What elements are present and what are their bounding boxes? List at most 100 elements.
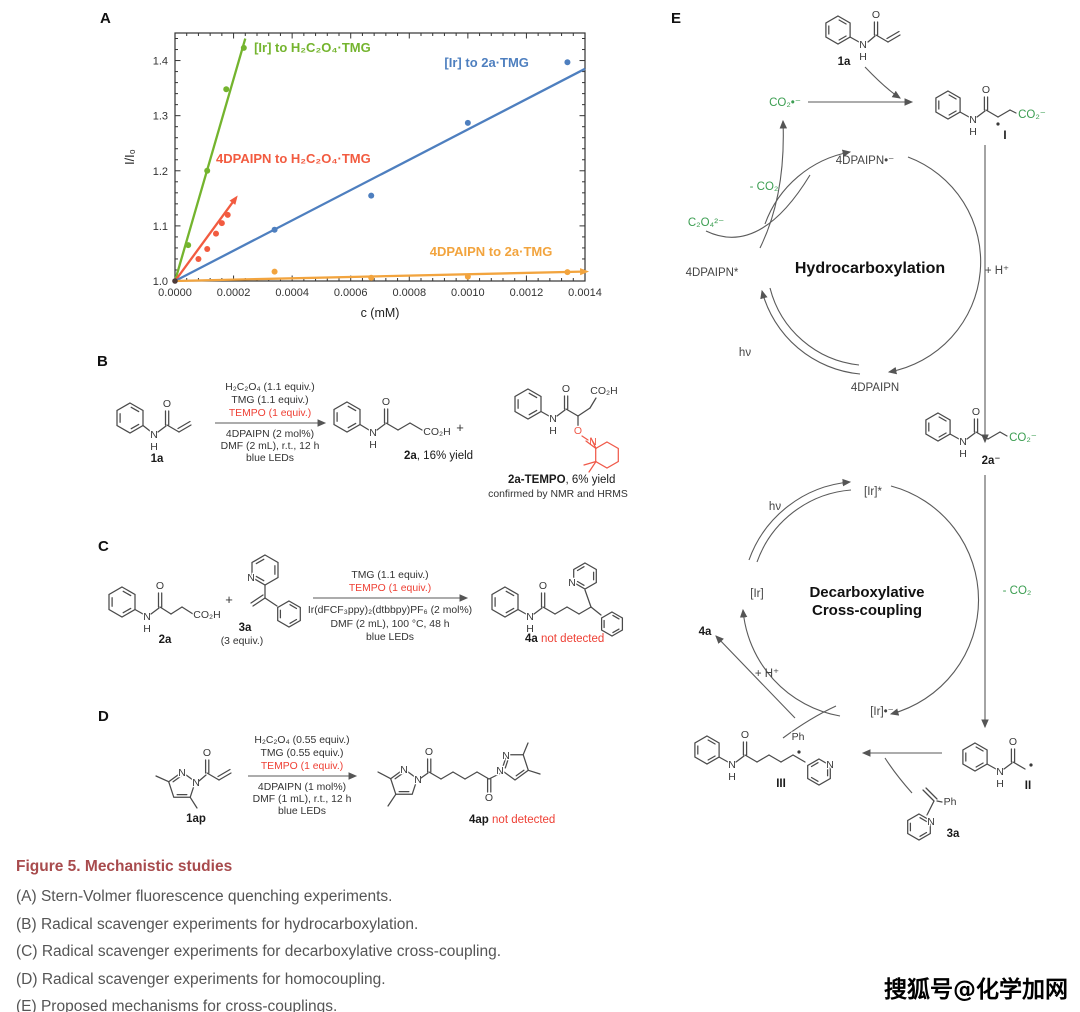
- svg-text:[Ir] to H₂C₂O₄·TMG: [Ir] to H₂C₂O₄·TMG: [254, 40, 371, 55]
- svg-text:[Ir] to 2a·TMG: [Ir] to 2a·TMG: [444, 55, 529, 70]
- atom-o: O: [972, 406, 980, 418]
- compound-label-4a: 4a not detected: [525, 633, 604, 645]
- atom-n: N: [400, 764, 408, 776]
- compound-id: 4ap: [469, 814, 489, 826]
- svg-text:0.0006: 0.0006: [334, 287, 368, 299]
- species-4dpaipn: 4DPAIPN: [851, 382, 899, 394]
- atom-n: N: [826, 759, 834, 771]
- atom-h: H: [143, 623, 151, 635]
- atom-h: H: [959, 448, 967, 460]
- svg-text:c (mM): c (mM): [361, 306, 400, 320]
- species-4dpaipn-radical-anion: 4DPAIPN•⁻: [836, 155, 894, 167]
- atom-n: N: [192, 777, 200, 789]
- condition-line: blue LEDs: [246, 453, 294, 464]
- atom-n: N: [496, 765, 504, 777]
- compound-id: 4a: [525, 633, 538, 645]
- atom-h: H: [969, 126, 977, 138]
- arrow-to-4a: [715, 635, 796, 719]
- svg-text:1.1: 1.1: [153, 221, 168, 233]
- cycle2-arc-hv-outer: [748, 478, 852, 561]
- condition-tempo: TEMPO (1 equiv.): [261, 761, 343, 772]
- panel-label-d: D: [98, 708, 109, 725]
- panel-b-scheme: N H O 1a H₂C₂O₄ (1.1 equiv.) TMG (1.1 eq…: [116, 382, 628, 500]
- arrow-to-co2-radical: [759, 119, 788, 249]
- atom-n: N: [969, 114, 977, 126]
- structure-4a: N H O N 4a not detected: [491, 562, 624, 645]
- not-detected-text: not detected: [538, 633, 605, 645]
- oxalate-feed-curve: [705, 174, 811, 238]
- compound-label-3a: 3a: [947, 828, 960, 840]
- compound-label-1ap: 1ap: [186, 813, 206, 825]
- atom-n: N: [927, 816, 935, 828]
- atom-n: N: [502, 750, 510, 762]
- atom-h: H: [526, 623, 534, 635]
- condition-line: DMF (1 mL), r.t., 12 h: [253, 794, 352, 805]
- not-detected-text: not detected: [489, 814, 556, 826]
- condition-tempo: TEMPO (1 equiv.): [349, 583, 431, 594]
- condition-line: TMG (1.1 equiv.): [351, 570, 428, 581]
- confirmation-note: confirmed by NMR and HRMS: [488, 489, 628, 500]
- caption-line-a: (A) Stern-Volmer fluorescence quenching …: [16, 888, 393, 905]
- atom-h: H: [549, 425, 557, 437]
- structure-3a: N Ph 3a: [907, 787, 960, 841]
- atom-o: O: [156, 580, 164, 592]
- atom-h: H: [859, 51, 867, 63]
- plus-sign: +: [456, 420, 464, 435]
- minus-co2-label: - CO₂: [750, 181, 779, 193]
- hv-label: hν: [739, 347, 751, 359]
- cycle1-arc-left-top: [764, 149, 852, 225]
- atom-o: O: [425, 746, 433, 758]
- atom-n: N: [178, 767, 186, 779]
- species-ir-excited: [Ir]*: [864, 486, 882, 498]
- atom-o: O: [982, 84, 990, 96]
- minus-co2-label: - CO₂: [1003, 585, 1032, 597]
- cycle1-arc-hv-outer: [760, 289, 861, 375]
- svg-text:0.0008: 0.0008: [392, 287, 426, 299]
- atom-o: O: [741, 729, 749, 741]
- svg-text:0.0002: 0.0002: [217, 287, 251, 299]
- structure-1a: N H O 1a: [825, 8, 901, 68]
- compound-label-1a: 1a: [838, 56, 851, 68]
- caption-line-b: (B) Radical scavenger experiments for hy…: [16, 915, 419, 933]
- hv-label: hν: [769, 501, 781, 513]
- structure-II: N H O II: [962, 735, 1033, 792]
- equiv-note: (3 equiv.): [221, 636, 264, 647]
- panel-e-mechanism: N H O 1a CO₂•⁻ N H O CO₂⁻: [686, 8, 1046, 841]
- cycle1-arc-hv-inner: [769, 287, 860, 366]
- atom-n: N: [414, 774, 422, 786]
- atom-o: O: [872, 9, 880, 21]
- caption-line-e: (E) Proposed mechanisms for cross-coupli…: [16, 998, 338, 1012]
- atom-n: N: [549, 413, 557, 425]
- svg-text:4DPAIPN to H₂C₂O₄·TMG: 4DPAIPN to H₂C₂O₄·TMG: [216, 151, 371, 166]
- panel-label-b: B: [97, 353, 108, 370]
- caption-line-d: (D) Radical scavenger experiments for ho…: [16, 970, 386, 988]
- atom-n: N: [859, 39, 867, 51]
- panel-label-a: A: [100, 10, 111, 27]
- atom-o: O: [203, 747, 211, 759]
- svg-text:0.0010: 0.0010: [451, 287, 485, 299]
- caption-line-c: (C) Radical scavenger experiments for de…: [16, 943, 502, 960]
- ph-label: Ph: [944, 796, 957, 808]
- group-co2-anion: CO₂⁻: [1009, 432, 1037, 444]
- compound-label-2a: 2a, 16% yield: [404, 450, 473, 462]
- atom-o: O: [1009, 736, 1017, 748]
- atom-h: H: [369, 439, 377, 451]
- panel-label-c: C: [98, 538, 109, 555]
- group-co2h: CO₂H: [590, 385, 617, 397]
- cycle2-arc-right: [889, 485, 980, 716]
- intermediate-III-label: III: [776, 778, 786, 790]
- structure-4ap: N N O O N N 4ap not detected: [377, 742, 556, 826]
- svg-text:0.0004: 0.0004: [275, 287, 309, 299]
- svg-text:1.4: 1.4: [153, 56, 168, 68]
- watermark: 搜狐号@化学加网: [884, 977, 1068, 1003]
- compound-id: 2a-TEMPO: [508, 474, 566, 486]
- atom-n: N: [568, 577, 576, 589]
- intermediate-2a-anion-label: 2a⁻: [982, 455, 1001, 467]
- species-4dpaipn-excited: 4DPAIPN*: [686, 267, 739, 279]
- svg-text:1.2: 1.2: [153, 166, 168, 178]
- condition-line: DMF (2 mL), 100 °C, 48 h: [330, 619, 449, 630]
- atom-o: O: [163, 398, 171, 410]
- yield-text: , 16% yield: [417, 450, 473, 462]
- atom-n: N: [143, 611, 151, 623]
